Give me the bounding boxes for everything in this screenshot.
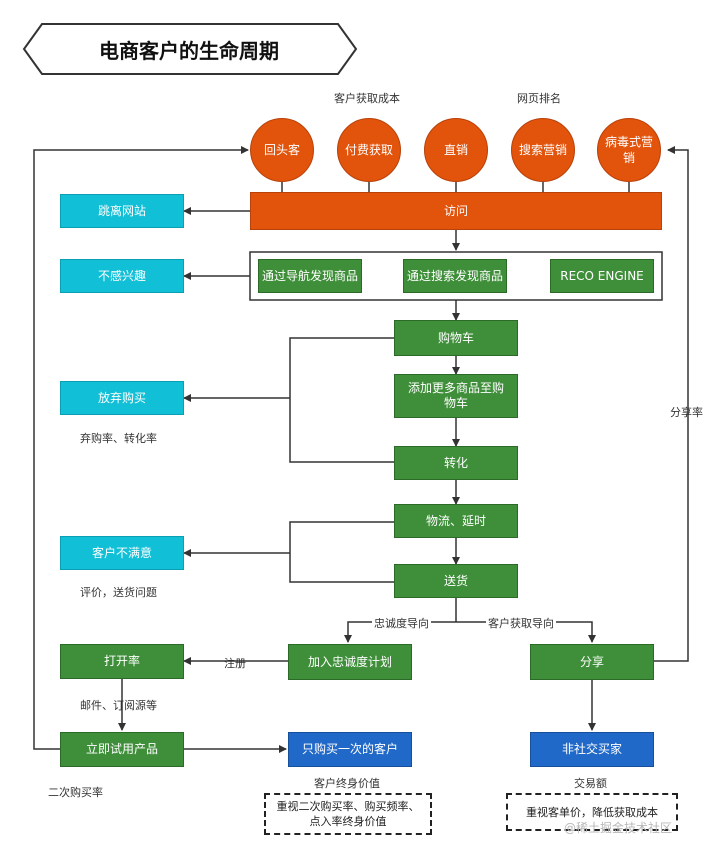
nav-discovery-node: 通过导航发现商品 [258, 259, 362, 293]
second-buy-label: 二次购买率 [48, 786, 103, 799]
open-rate-node: 打开率 [60, 644, 184, 679]
exit-unsatisfied: 客户不满意 [60, 536, 184, 570]
source-direct: 直销 [424, 118, 488, 182]
bracket-logistics-delivery [289, 521, 394, 583]
reco-engine-node: RECO ENGINE [550, 259, 654, 293]
mail-label: 邮件、订阅源等 [80, 699, 157, 712]
loyalty-direction-label: 忠诚度导向 [372, 615, 431, 631]
gmv-note: 重视客单价，降低获取成本 [506, 793, 678, 831]
add-more-node: 添加更多商品至购物车 [394, 374, 518, 418]
ltv-note: 重视二次购买率、购买频率、点入率终身价值 [264, 793, 432, 835]
one-time-customer-node: 只购买一次的客户 [288, 732, 412, 767]
loop-trynow-to-repeat [33, 146, 249, 750]
share-node: 分享 [530, 644, 654, 680]
source-viral-marketing: 病毒式营销 [597, 118, 661, 182]
acq-cost-label: 客户获取成本 [334, 92, 400, 105]
gmv-label: 交易额 [574, 777, 607, 790]
exit-uninterested: 不感兴趣 [60, 259, 184, 293]
ltv-label: 客户终身价值 [314, 777, 380, 790]
non-social-buyer-node: 非社交买家 [530, 732, 654, 767]
acquisition-direction-label: 客户获取导向 [486, 615, 556, 631]
exit-leave-site: 跳离网站 [60, 194, 184, 228]
page-rank-label: 网页排名 [517, 92, 561, 105]
source-search-marketing: 搜索营销 [511, 118, 575, 182]
bracket-cart-convert [289, 337, 394, 463]
visit-node: 访问 [250, 192, 662, 230]
register-label: 注册 [224, 657, 246, 670]
convert-node: 转化 [394, 446, 518, 480]
source-paid: 付费获取 [337, 118, 401, 182]
cart-abandon-label: 弃购率、转化率 [80, 432, 157, 445]
exit-abandon: 放弃购买 [60, 381, 184, 415]
share-rate-label: 分享率 [670, 406, 703, 419]
cart-node: 购物车 [394, 320, 518, 356]
loyalty-program-node: 加入忠诚度计划 [288, 644, 412, 680]
delivery-node: 送货 [394, 564, 518, 598]
title-frame [22, 23, 358, 75]
discovery-container [249, 251, 663, 301]
search-discovery-node: 通过搜索发现商品 [403, 259, 507, 293]
try-now-node: 立即试用产品 [60, 732, 184, 767]
logistics-node: 物流、延时 [394, 504, 518, 538]
watermark: @稀土掘金技术社区 [564, 821, 673, 835]
source-repeat-customer: 回头客 [250, 118, 314, 182]
page-title: 电商客户的生命周期 [99, 38, 279, 63]
complaint-label: 评价，送货问题 [80, 586, 157, 599]
loop-share-to-viral [654, 146, 689, 662]
